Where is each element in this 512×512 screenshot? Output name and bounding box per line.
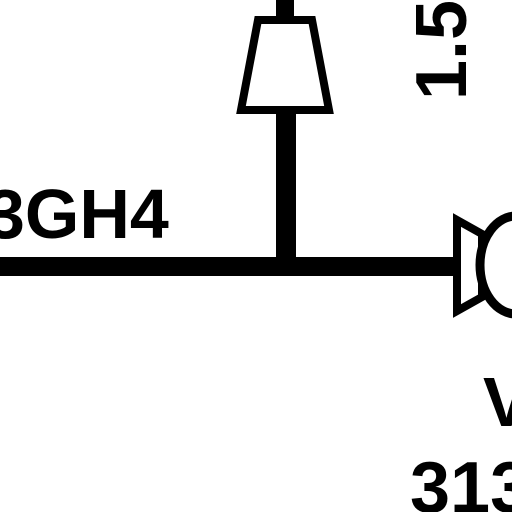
right-label-bottom: 313: [410, 448, 512, 512]
horizontal-wire: [0, 257, 462, 276]
right-connector-cup: [475, 211, 512, 319]
right-connector-trapezoid: [453, 213, 486, 318]
vertical-branch-wire: [276, 112, 296, 272]
vertical-label: 1.5: [402, 0, 482, 100]
wire-label: 3GH4: [0, 175, 169, 253]
connector-trapezoid: [236, 16, 334, 114]
right-label-top: V: [483, 363, 512, 441]
